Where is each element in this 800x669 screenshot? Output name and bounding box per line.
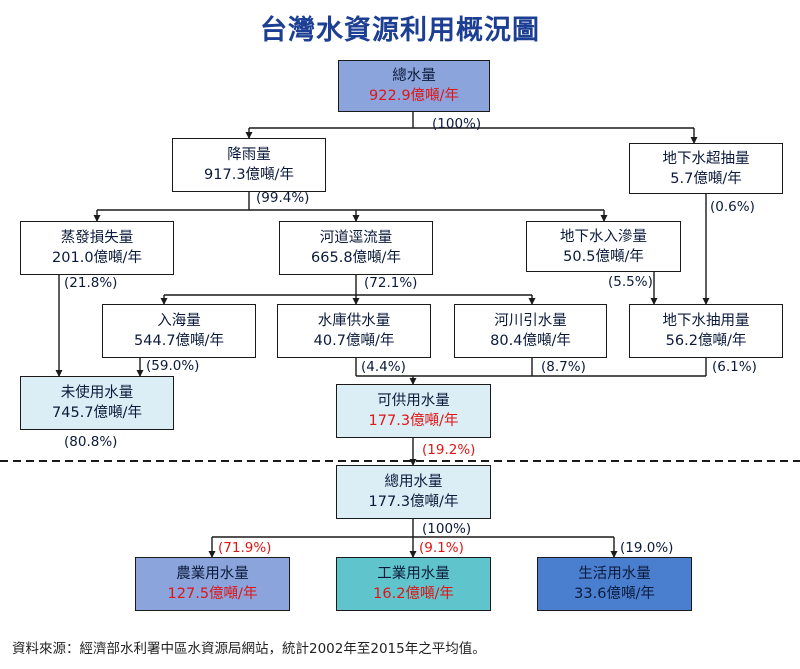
node-available-name: 可供用水量 — [377, 393, 450, 409]
node-reservoir: 水庫供水量 40.7億噸/年 — [277, 304, 431, 358]
pct-infiltration: (5.5%) — [608, 274, 653, 290]
pct-available: (19.2%) — [422, 442, 476, 458]
node-groundwater-over-value: 5.7億噸/年 — [670, 170, 742, 187]
pct-groundwater-over: (0.6%) — [710, 199, 755, 215]
node-sea-value: 544.7億噸/年 — [134, 333, 224, 349]
node-river-intake: 河川引水量 80.4億噸/年 — [454, 304, 607, 358]
node-total-use: 總用水量 177.3億噸/年 — [336, 465, 491, 519]
node-infiltration: 地下水入滲量 50.5億噸/年 — [526, 221, 681, 272]
node-river-intake-name: 河川引水量 — [494, 313, 567, 329]
node-agriculture-value: 127.5億噸/年 — [167, 586, 258, 602]
pct-domestic: (19.0%) — [620, 540, 674, 556]
pct-unused: (80.8%) — [64, 434, 118, 450]
node-reservoir-value: 40.7億噸/年 — [313, 333, 395, 349]
source-note: 資料來源：經濟部水利署中區水資源局網站，統計2002年至2015年之平均值。 — [12, 641, 486, 657]
pct-runoff: (72.1%) — [364, 275, 418, 291]
node-groundwater-use-value: 56.2億噸/年 — [665, 333, 747, 349]
node-groundwater-use-name: 地下水抽用量 — [662, 313, 750, 329]
diagram-title: 台灣水資源利用概況圖 — [260, 15, 540, 46]
node-unused-value: 745.7億噸/年 — [52, 405, 142, 421]
node-sea: 入海量 544.7億噸/年 — [102, 304, 256, 358]
node-total-use-name: 總用水量 — [384, 474, 443, 490]
pct-industry: (9.1%) — [419, 540, 464, 556]
node-river-intake-value: 80.4億噸/年 — [490, 333, 571, 349]
node-runoff-value: 665.8億噸/年 — [311, 250, 401, 266]
node-runoff-name: 河道逕流量 — [319, 230, 393, 246]
node-unused: 未使用水量 745.7億噸/年 — [20, 376, 174, 430]
node-rain: 降雨量 917.3億噸/年 — [172, 138, 326, 192]
node-industry: 工業用水量 16.2億噸/年 — [336, 557, 491, 611]
node-groundwater-over: 地下水超抽量 5.7億噸/年 — [629, 143, 783, 194]
node-total-name: 總水量 — [392, 68, 436, 84]
node-total-use-value: 177.3億噸/年 — [368, 494, 459, 510]
pct-total-use: (100%) — [422, 521, 472, 537]
node-total: 總水量 922.9億噸/年 — [338, 60, 490, 112]
node-groundwater-use: 地下水抽用量 56.2億噸/年 — [629, 304, 783, 358]
node-rain-name: 降雨量 — [227, 147, 271, 163]
node-domestic: 生活用水量 33.6億噸/年 — [537, 557, 692, 611]
node-unused-name: 未使用水量 — [60, 385, 134, 401]
node-total-value: 922.9億噸/年 — [369, 88, 459, 104]
node-rain-value: 917.3億噸/年 — [204, 167, 294, 183]
node-domestic-name: 生活用水量 — [578, 566, 651, 582]
pct-sea: (59.0%) — [146, 358, 200, 374]
node-infiltration-name: 地下水入滲量 — [560, 228, 647, 245]
node-evaporation-value: 201.0億噸/年 — [52, 250, 142, 266]
node-evaporation: 蒸發損失量 201.0億噸/年 — [20, 221, 174, 275]
pct-river-intake: (8.7%) — [541, 359, 586, 375]
pct-groundwater-use: (6.1%) — [712, 359, 757, 375]
node-groundwater-over-name: 地下水超抽量 — [662, 150, 750, 167]
pct-agriculture: (71.9%) — [218, 540, 272, 556]
node-agriculture: 農業用水量 127.5億噸/年 — [135, 557, 290, 611]
pct-total: (100%) — [432, 116, 482, 132]
node-sea-name: 入海量 — [157, 313, 201, 329]
pct-evaporation: (21.8%) — [64, 275, 118, 291]
node-evaporation-name: 蒸發損失量 — [60, 230, 134, 246]
node-industry-name: 工業用水量 — [377, 566, 450, 582]
pct-rain: (99.4%) — [256, 190, 310, 206]
pct-reservoir: (4.4%) — [361, 359, 406, 375]
node-industry-value: 16.2億噸/年 — [373, 586, 454, 602]
node-agriculture-name: 農業用水量 — [176, 566, 249, 582]
node-domestic-value: 33.6億噸/年 — [574, 586, 655, 602]
node-available-value: 177.3億噸/年 — [368, 413, 459, 429]
node-infiltration-value: 50.5億噸/年 — [563, 248, 644, 265]
node-reservoir-name: 水庫供水量 — [317, 313, 391, 329]
node-runoff: 河道逕流量 665.8億噸/年 — [279, 221, 433, 275]
node-available: 可供用水量 177.3億噸/年 — [336, 384, 491, 438]
